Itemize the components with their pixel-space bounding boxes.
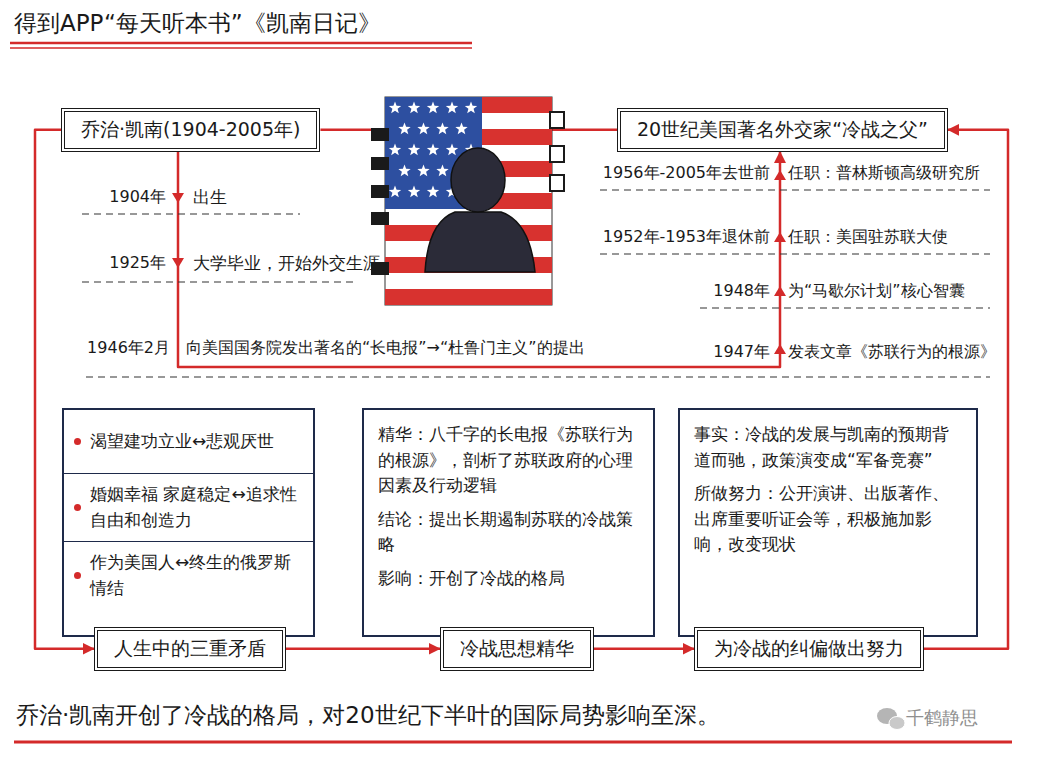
watermark-icon — [889, 717, 905, 730]
binder-tab — [371, 128, 389, 141]
node-text: 所做努力：公开演讲、出版著作、出席重要听证会等，积极施加影响，改变现状 — [694, 481, 964, 558]
flag-star — [398, 123, 410, 135]
timeline-tick — [172, 193, 184, 203]
node-text: 人生中的三重矛盾 — [114, 636, 266, 662]
timeline-tick — [172, 258, 184, 268]
binder-tab — [550, 112, 564, 128]
flag-star — [389, 186, 401, 198]
timeline-tick — [774, 170, 786, 180]
flag-star — [398, 165, 410, 177]
caption-text: 乔治·凯南开创了冷战的格局，对20世纪下半叶的国际局势影响至深。 — [16, 700, 720, 731]
silhouette-body — [425, 212, 535, 272]
connector — [594, 648, 694, 651]
node-text: 乔治·凯南(1904-2005年) — [81, 117, 300, 143]
binder-tab — [550, 175, 564, 191]
flag-star — [427, 144, 439, 156]
section-tag: 冷战思想精华 — [440, 627, 594, 671]
timeline-event: 出生 — [193, 186, 227, 209]
flag-star — [427, 186, 439, 198]
flag-star — [427, 102, 439, 114]
node-text: 20世纪美国著名外交家“冷战之父” — [637, 117, 928, 143]
title-underline — [10, 47, 472, 49]
node-text: 冷战思想精华 — [460, 636, 574, 662]
node-text: 影响：开创了冷战的格局 — [378, 566, 641, 592]
connector — [286, 648, 440, 651]
person-box: 乔治·凯南(1904-2005年) — [61, 108, 320, 152]
watermark: 千鹤静思 — [906, 706, 978, 730]
node-text: 婚姻幸福 家庭稳定↔追求性自由和创造力 — [64, 473, 313, 541]
binder-tab — [371, 185, 389, 198]
section-tag: 人生中的三重矛盾 — [94, 627, 286, 671]
caption-underline — [14, 741, 1012, 744]
flag-star — [417, 165, 429, 177]
node-text: 渴望建功立业↔悲观厌世 — [64, 410, 313, 473]
flag-star — [446, 144, 458, 156]
binder-tab — [371, 157, 389, 170]
timeline-tick — [774, 232, 786, 242]
silhouette-head — [451, 148, 505, 212]
flag-star — [389, 144, 401, 156]
flag-star — [408, 102, 420, 114]
timeline-event: 向美国国务院发出著名的“长电报”→“杜鲁门主义”的提出 — [186, 337, 585, 359]
node-text: 作为美国人↔终生的俄罗斯情结 — [64, 541, 313, 609]
flag-star — [465, 102, 477, 114]
timeline-event: 任职：美国驻苏联大使 — [788, 226, 948, 248]
timeline-dash — [86, 376, 990, 377]
flag-star — [408, 144, 420, 156]
flag-star — [417, 123, 429, 135]
timeline-year: 1952年-1953年退休前 — [603, 226, 770, 248]
content-box: 渴望建功立业↔悲观厌世婚姻幸福 家庭稳定↔追求性自由和创造力作为美国人↔终生的俄… — [62, 408, 315, 637]
timeline-year: 1947年 — [713, 341, 770, 363]
timeline-dash — [700, 307, 990, 308]
flag-star — [436, 123, 448, 135]
timeline-year: 1946年2月 — [87, 337, 170, 359]
flag-star — [446, 102, 458, 114]
timeline-event: 为“马歇尔计划”核心智囊 — [788, 280, 965, 302]
timeline-event: 发表文章《苏联行为的根源》 — [788, 341, 996, 363]
flag-star — [408, 186, 420, 198]
flag-illustration — [371, 97, 564, 305]
timeline-dash — [82, 281, 356, 282]
timeline-event: 大学毕业，开始外交生涯 — [193, 252, 380, 275]
binder-tab — [371, 212, 389, 225]
timeline-year: 1925年 — [109, 252, 166, 274]
flag-stripe — [385, 289, 552, 305]
flag-star — [436, 165, 448, 177]
section-tag: 为冷战的纠偏做出努力 — [694, 627, 924, 671]
timeline-year: 1904年 — [109, 186, 166, 208]
flag-star — [389, 102, 401, 114]
timeline-tick — [774, 344, 786, 354]
node-text: 为冷战的纠偏做出努力 — [714, 636, 904, 662]
timeline-dash — [82, 213, 300, 214]
flag-star — [455, 123, 467, 135]
timeline-dash — [600, 253, 990, 254]
title-text: 得到APP“每天听本书”《凯南日记》 — [14, 8, 381, 39]
timeline-event: 任职：普林斯顿高级研究所 — [788, 162, 980, 184]
flag-ground — [385, 97, 552, 305]
title-underline — [10, 42, 472, 45]
timeline-year: 1956年-2005年去世前 — [603, 162, 770, 184]
timeline-tick — [774, 286, 786, 296]
title-box: 20世纪美国著名外交家“冷战之父” — [617, 108, 948, 152]
timeline-dash — [600, 189, 990, 190]
binder-tab — [550, 146, 564, 162]
timeline-year: 1948年 — [713, 280, 770, 302]
content-box: 精华：八千字的长电报《苏联行为的根源》，剖析了苏联政府的心理因素及行动逻辑结论：… — [362, 408, 655, 637]
content-box: 事实：冷战的发展与凯南的预期背道而驰，政策演变成“军备竞赛” 所做努力：公开演讲、… — [678, 408, 978, 637]
node-text: 结论：提出长期遏制苏联的冷战策略 — [378, 507, 641, 558]
node-text: 精华：八千字的长电报《苏联行为的根源》，剖析了苏联政府的心理因素及行动逻辑 — [378, 422, 641, 499]
node-text: 事实：冷战的发展与凯南的预期背道而驰，政策演变成“军备竞赛” — [694, 422, 964, 473]
